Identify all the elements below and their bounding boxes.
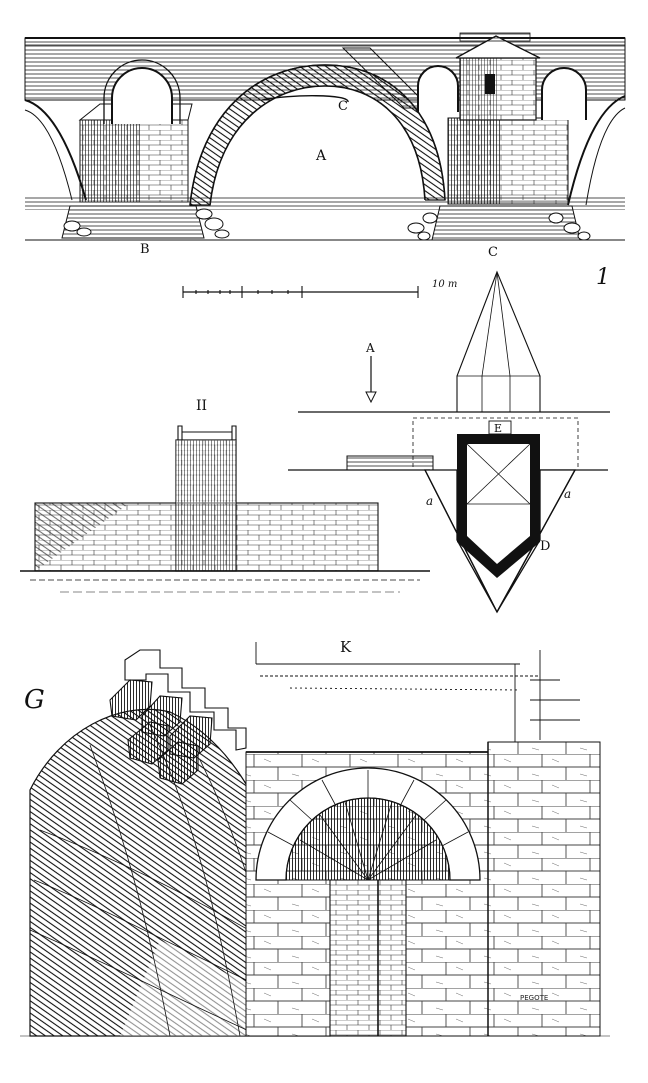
label-detail: K [340,638,352,656]
label-pier-left: B [140,242,150,257]
upstream-cutwater [456,270,541,413]
label-keystone: C [338,99,348,114]
section-view: II [20,398,430,593]
niche-opening [329,879,407,1037]
label-north: A [365,341,375,355]
arch-left-partial [24,99,87,201]
right-wall [487,741,601,1037]
chapel-plan [457,420,540,578]
label-figure-letter: G [24,685,45,715]
label-figure-number: 1 [596,265,610,290]
label-arch: A [315,148,327,164]
scale-bar: 10 m [182,279,457,298]
label-side-left: a [426,494,433,508]
label-pier-right: C [488,245,498,260]
perspective-detail: K G [20,638,610,1037]
bridge-elevation: A C B C 1 [24,32,626,290]
label-cutwater: D [540,539,550,554]
label-chapel: E [494,422,502,435]
relief-arch-left [111,67,173,124]
scale-label: 10 m [432,279,457,290]
north-arrow: A [365,341,377,404]
engraver-signature: PEGOTE [520,994,548,1002]
label-side-right: a [564,487,571,501]
label-section: II [196,398,207,414]
section-ramp [35,503,130,571]
relief-arch-right-1 [417,65,459,112]
chapel-roof [455,35,541,59]
arch-right-partial [567,95,626,206]
plan-stair [346,455,434,471]
relief-arch-right-2 [541,67,587,120]
upper-wall-sketch [255,642,580,742]
pier-plan: A E a a D [288,270,610,614]
dome-ribs [299,798,437,881]
arch-voussoirs [267,770,469,847]
rubble-stones [63,208,591,241]
